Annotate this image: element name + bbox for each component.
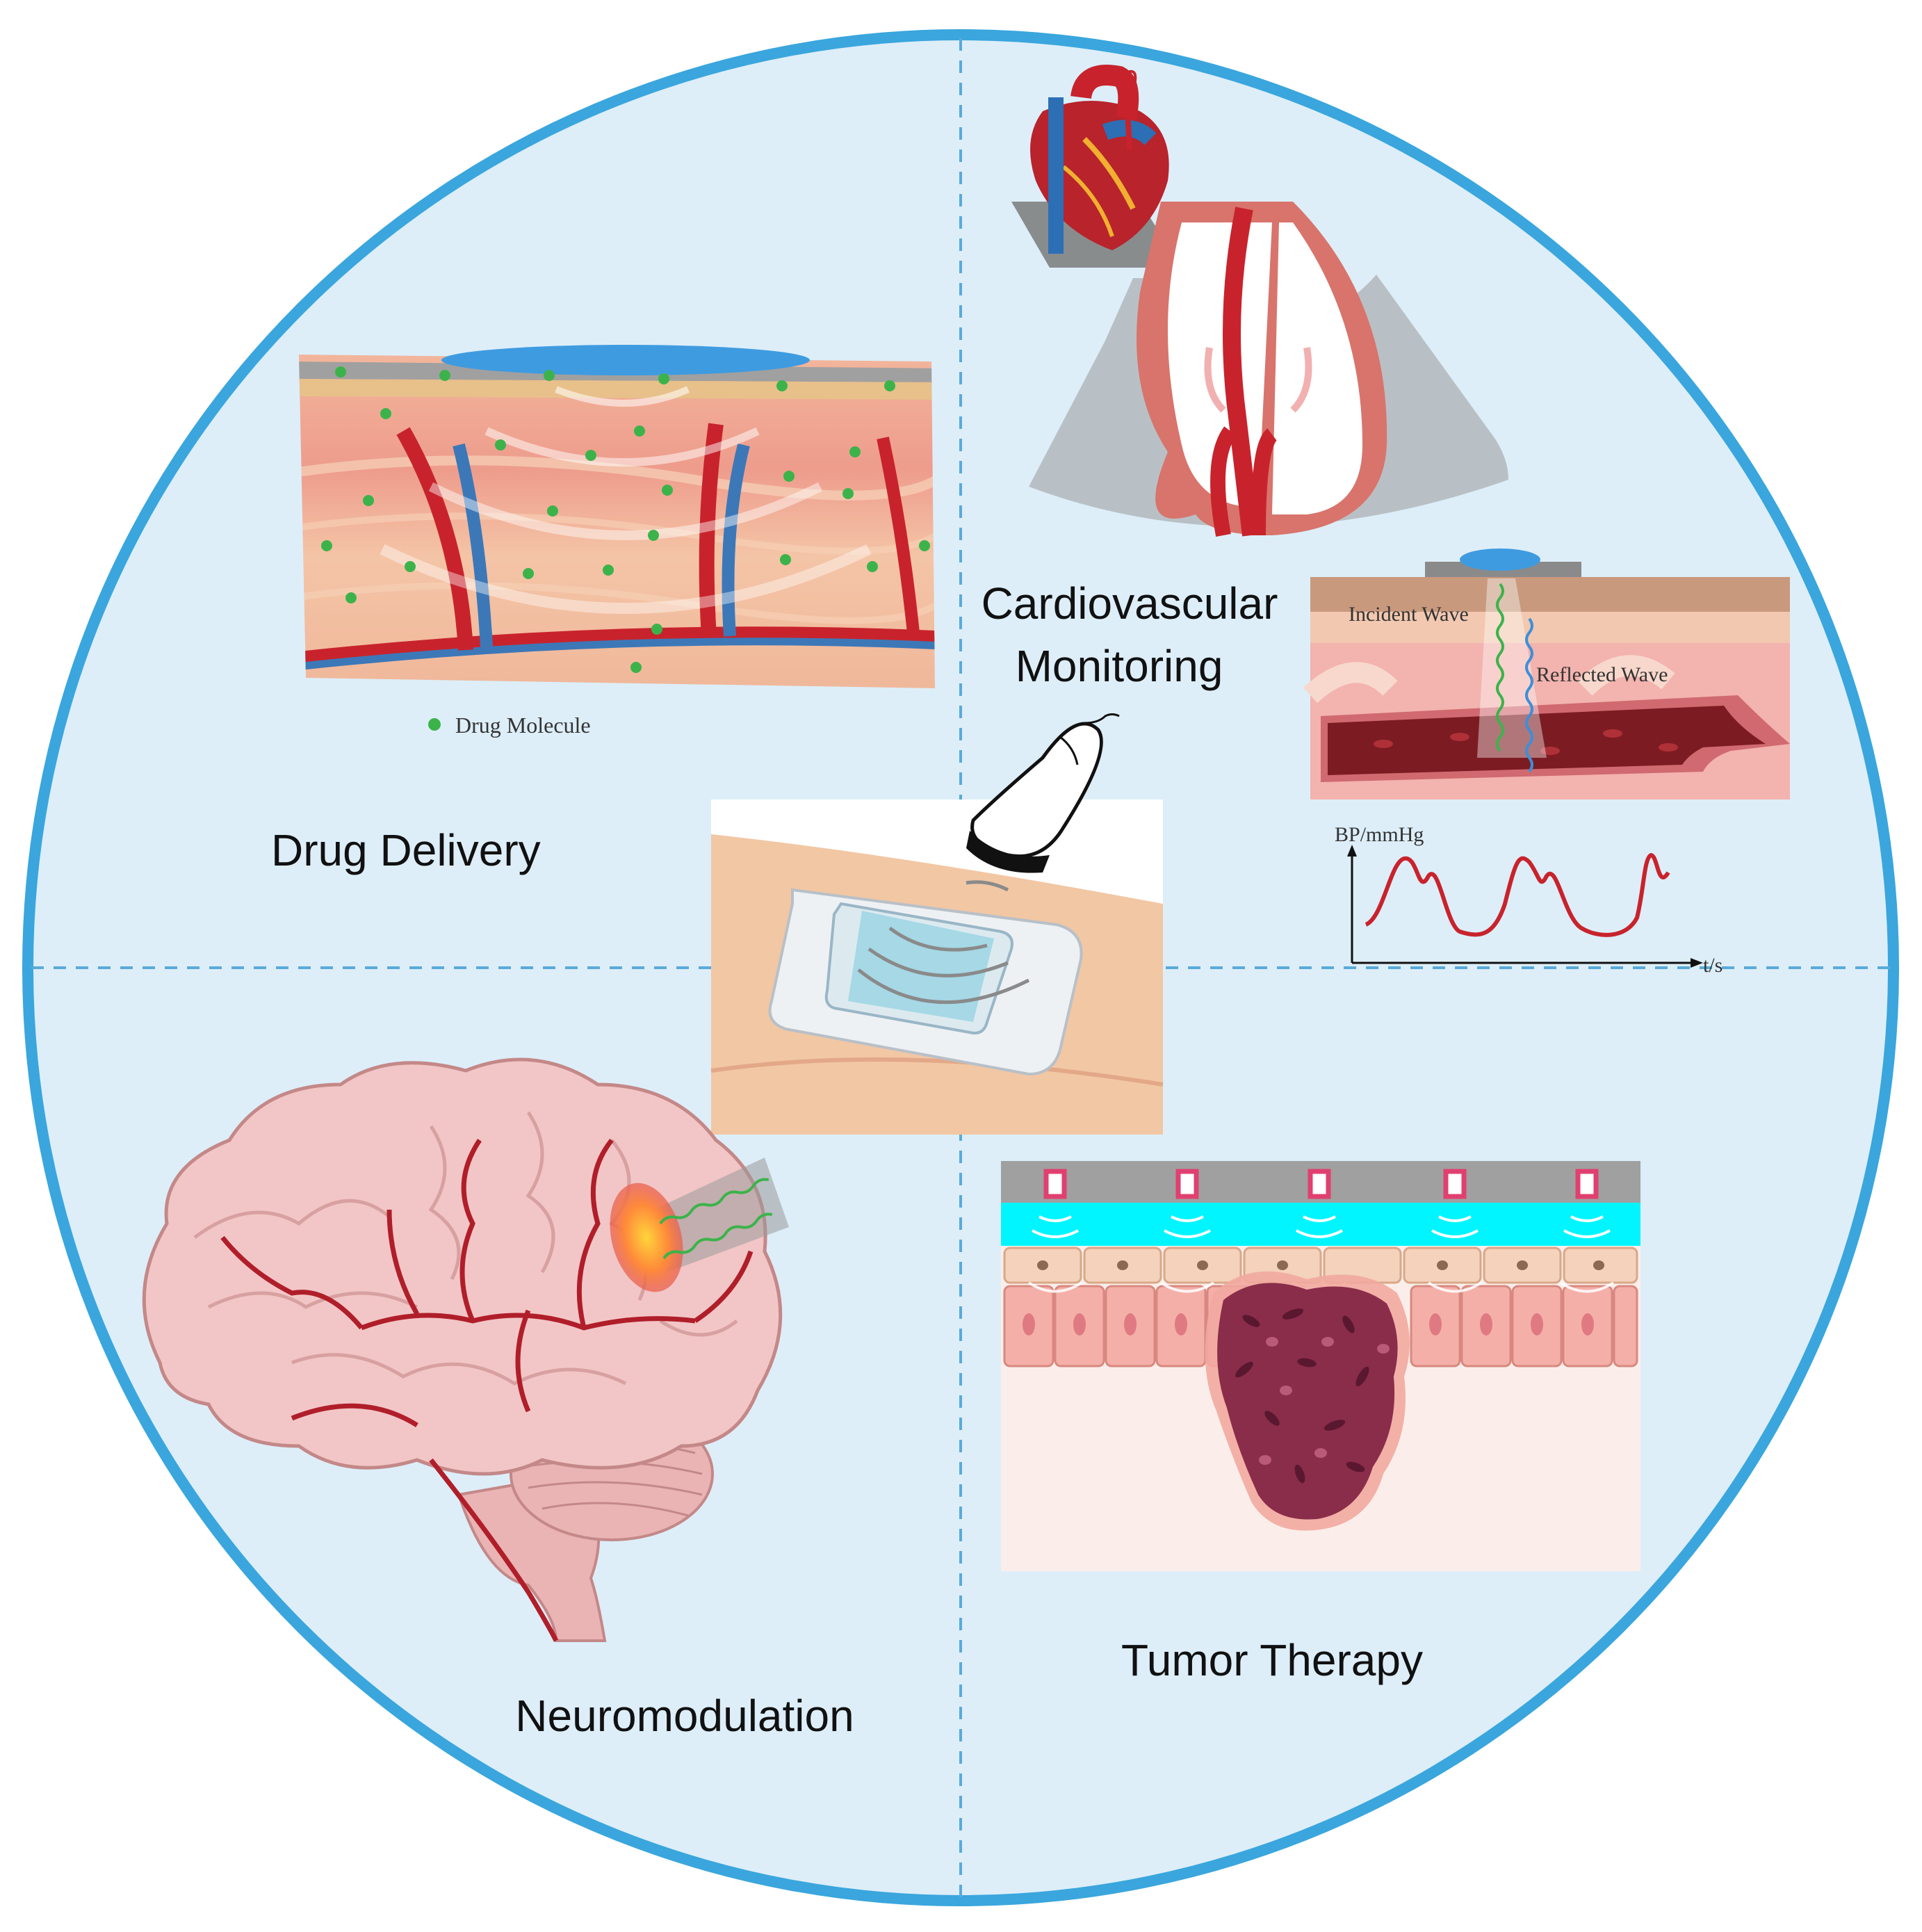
drug-molecule-label: Drug Molecule xyxy=(455,713,591,738)
bp-curve xyxy=(1365,852,1670,937)
wearable-patch-scene xyxy=(710,713,1164,1135)
stimulation-hotspot xyxy=(610,1183,683,1292)
cardio-label-line2: Monitoring xyxy=(1016,641,1223,691)
vessel-wave-reflection: Incident Wave Reflected Wave xyxy=(1303,549,1790,799)
gel-layer xyxy=(1001,1203,1640,1246)
heart-illustration xyxy=(1011,65,1182,268)
cardio-label-line1: Cardiovascular xyxy=(982,578,1278,628)
tumor-therapy-label: Tumor Therapy xyxy=(1121,1635,1423,1685)
drug-delivery-label: Drug Delivery xyxy=(271,825,541,875)
brain-illustration xyxy=(142,1057,789,1642)
legend-dot xyxy=(428,718,441,731)
reflected-wave-label: Reflected Wave xyxy=(1536,663,1668,686)
bp-waveform: BP/mmHg t/s xyxy=(1335,823,1723,977)
skin-cross-section: Drug Molecule xyxy=(299,345,935,738)
drug-molecule-dots xyxy=(321,366,930,673)
bp-axis-label: BP/mmHg xyxy=(1335,823,1424,846)
transducer-array xyxy=(1043,1169,1599,1199)
echocardiogram-view xyxy=(1029,202,1508,537)
incident-wave-label: Incident Wave xyxy=(1349,603,1469,626)
ultrasound-probe-icon xyxy=(966,713,1120,873)
time-axis-label: t/s xyxy=(1703,954,1723,977)
neuromodulation-label: Neuromodulation xyxy=(515,1691,854,1741)
transducer-patch xyxy=(441,345,810,375)
brain-vessels xyxy=(220,1138,754,1642)
tumor-therapy-diagram xyxy=(1001,1161,1640,1571)
